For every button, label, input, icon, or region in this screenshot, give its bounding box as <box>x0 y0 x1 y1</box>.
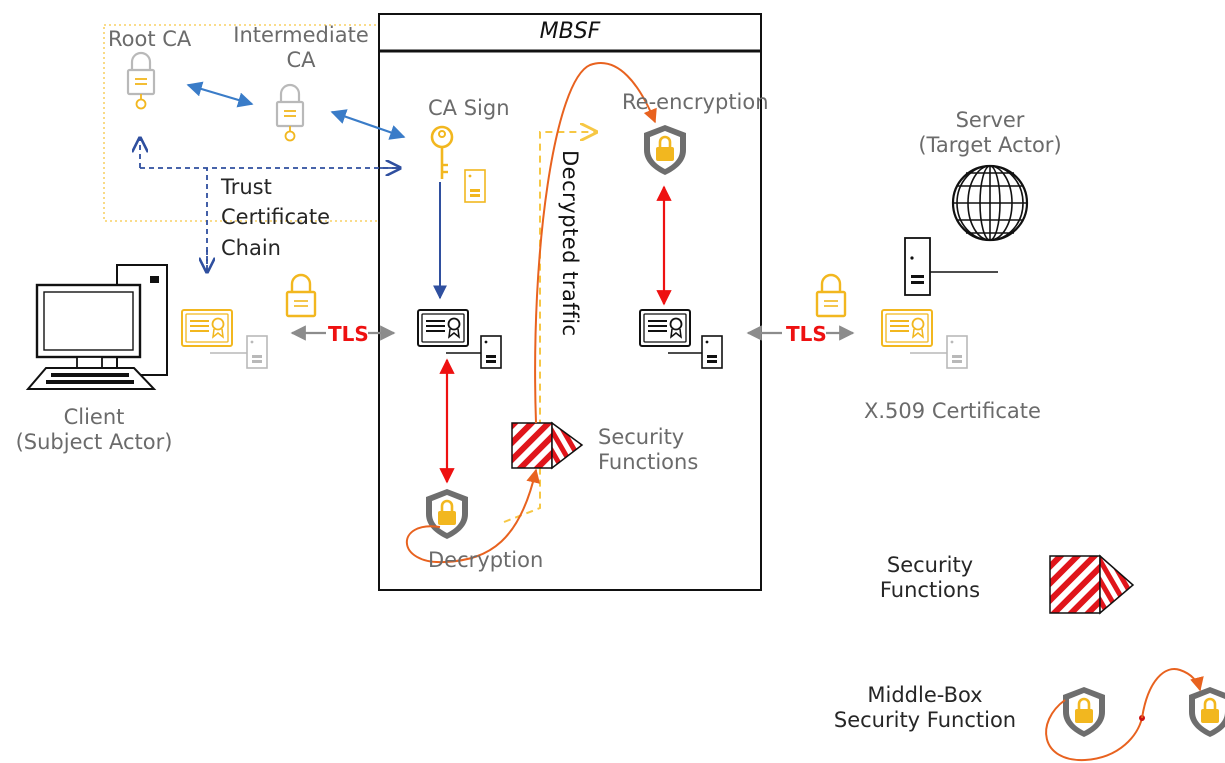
client-tls-lock-icon <box>285 273 317 318</box>
legend-middle-box-label: Middle-Box Security Function <box>833 683 1017 733</box>
legend-curve-upper <box>1141 668 1204 719</box>
mbsf-left-certificate-icon <box>417 309 469 347</box>
mbsf-title: MBSF <box>539 19 601 44</box>
intermediate-ca-lock-icon <box>275 83 305 142</box>
legend-shield-left-icon <box>1061 685 1107 739</box>
legend-curve-lower <box>1045 699 1143 762</box>
intermediate-to-casign-arrow <box>330 109 406 140</box>
x509-label: X.509 Certificate <box>864 399 1041 423</box>
decryption-label: Decryption <box>428 548 544 572</box>
ca-sign-label: CA Sign <box>428 96 510 120</box>
root-ca-lock-icon <box>126 51 156 110</box>
security-functions-label: Security Functions <box>598 425 699 475</box>
server-tls-lock-icon <box>815 273 847 318</box>
globe-icon <box>951 164 1029 242</box>
tls-right-label: TLS <box>786 322 827 346</box>
intermediate-ca-label: Intermediate CA <box>233 23 369 73</box>
legend-security-functions-label: Security Functions <box>879 553 981 603</box>
target-server-icon <box>904 237 931 296</box>
casign-server-icon <box>464 169 486 203</box>
x509-server-icon <box>946 335 968 369</box>
client-server-icon <box>246 335 268 369</box>
root-to-intermediate-arrow <box>186 81 254 108</box>
server-label: Server (Target Actor) <box>918 108 1062 158</box>
striped-cube-icon <box>511 421 584 470</box>
mbsf-right-certificate-icon <box>639 309 691 347</box>
client-certificate-icon <box>181 309 233 347</box>
functions-to-reencryption-curve <box>534 62 657 424</box>
client-label: Client (Subject Actor) <box>15 405 173 455</box>
computer-icon <box>25 264 168 390</box>
mbsf-right-server-icon <box>701 335 723 369</box>
ca-trust-region <box>103 24 511 222</box>
trust-chain-label: Trust Certificate Chain <box>221 175 331 260</box>
legend-shield-right-icon <box>1187 685 1225 739</box>
root-ca-label: Root CA <box>108 27 192 51</box>
decrypted-traffic-label: Decrypted traffic <box>558 150 582 337</box>
re-encryption-label: Re-encryption <box>622 90 769 114</box>
server-certificate-icon <box>881 309 933 347</box>
legend-striped-cube-icon <box>1049 554 1135 615</box>
tls-left-label: TLS <box>328 322 369 346</box>
mbsf-left-server-icon <box>480 335 502 369</box>
key-icon <box>430 125 454 179</box>
decryption-to-functions-curve <box>405 468 541 564</box>
trust-chain-dashed-line <box>140 167 398 270</box>
